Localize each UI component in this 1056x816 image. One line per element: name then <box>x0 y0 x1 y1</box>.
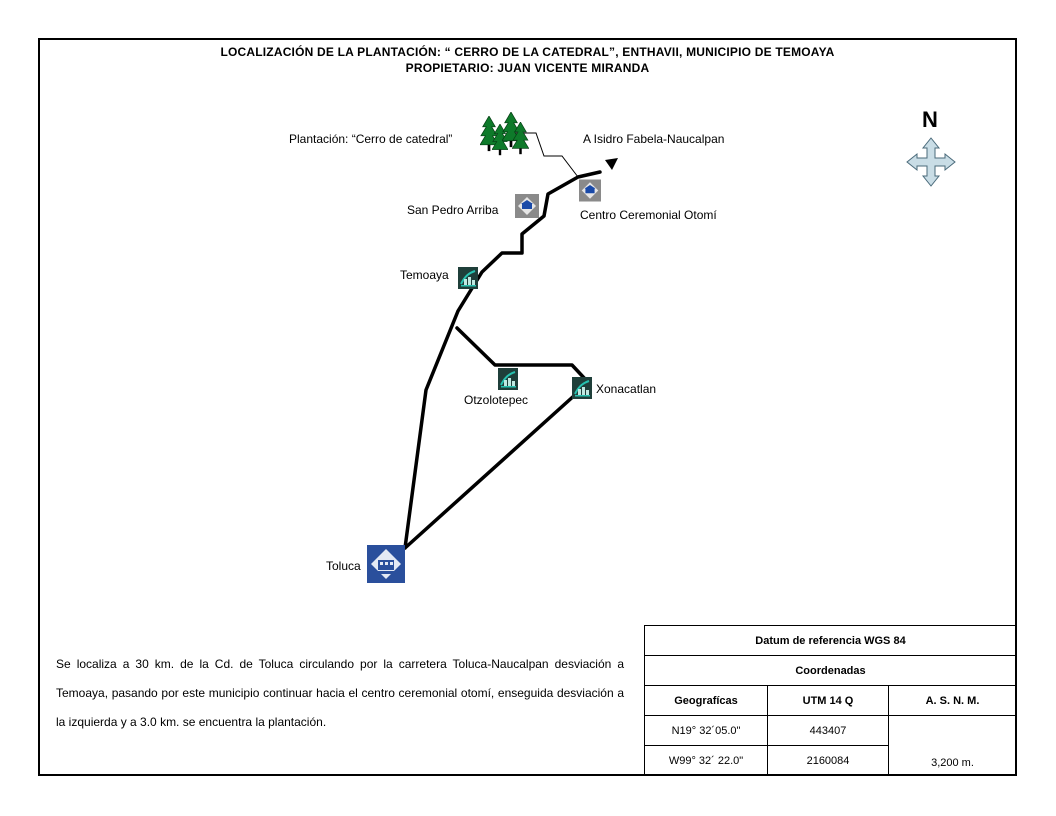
owner-title: PROPIETARIO: JUAN VICENTE MIRANDA <box>405 61 650 75</box>
pine-tree-icon <box>480 112 529 156</box>
label-centro-ceremonial: Centro Ceremonial Otomí <box>580 208 717 222</box>
xonacatlan-icon <box>572 377 592 399</box>
label-temoaya: Temoaya <box>400 268 449 282</box>
table-row: W99° 32´ 22.0" 2160084 <box>644 745 1017 776</box>
header-geograficas: Geografícas <box>644 685 768 716</box>
route-description: Se localiza a 30 km. de la Cd. de Toluca… <box>56 657 624 729</box>
compass-arrows-icon <box>906 137 956 187</box>
map-frame: LOCALIZACIÓN DE LA PLANTACIÓN: “ CERRO D… <box>38 38 1017 776</box>
access-road <box>514 132 579 178</box>
roads <box>403 170 602 550</box>
centro-ceremonial-icon <box>579 179 601 202</box>
road-otzolotepec <box>455 326 588 382</box>
coordinates-subtitle: Coordenadas <box>644 655 1017 686</box>
toluca-icon <box>367 545 405 583</box>
temoaya-icon <box>458 267 478 289</box>
san-pedro-icon <box>515 194 539 218</box>
header-asnm: A. S. N. M. <box>888 685 1017 716</box>
map-title: LOCALIZACIÓN DE LA PLANTACIÓN: “ CERRO D… <box>220 45 835 59</box>
otzolotepec-icon <box>498 368 518 390</box>
coordinates-table: Datum de referencia WGS 84 Coordenadas G… <box>644 625 1017 776</box>
latitude-cell: N19° 32´05.0" <box>644 715 768 746</box>
table-row: N19° 32´05.0" 443407 3,200 m. <box>644 715 1017 776</box>
road-main <box>403 170 602 550</box>
label-otzolotepec: Otzolotepec <box>464 393 528 407</box>
label-plantacion: Plantación: “Cerro de catedral” <box>289 132 452 146</box>
utm-x-cell: 443407 <box>767 715 889 746</box>
label-toluca: Toluca <box>326 559 361 573</box>
north-label: N <box>922 107 938 132</box>
label-san-pedro-arriba: San Pedro Arriba <box>407 203 499 217</box>
road-toluca-xonacatlan <box>403 383 588 550</box>
utm-y-cell: 2160084 <box>767 745 889 776</box>
label-isidro-fabela: A Isidro Fabela-Naucalpan <box>583 132 724 146</box>
longitude-cell: W99° 32´ 22.0" <box>644 745 768 776</box>
direction-arrow <box>605 158 618 170</box>
altitude-cell: 3,200 m. <box>888 715 1017 776</box>
header-utm: UTM 14 Q <box>767 685 889 716</box>
datum-header: Datum de referencia WGS 84 <box>644 625 1017 656</box>
label-xonacatlan: Xonacatlan <box>596 382 656 396</box>
route-map: N Plantación: “Cerro de catedral” A Isid… <box>289 107 956 583</box>
